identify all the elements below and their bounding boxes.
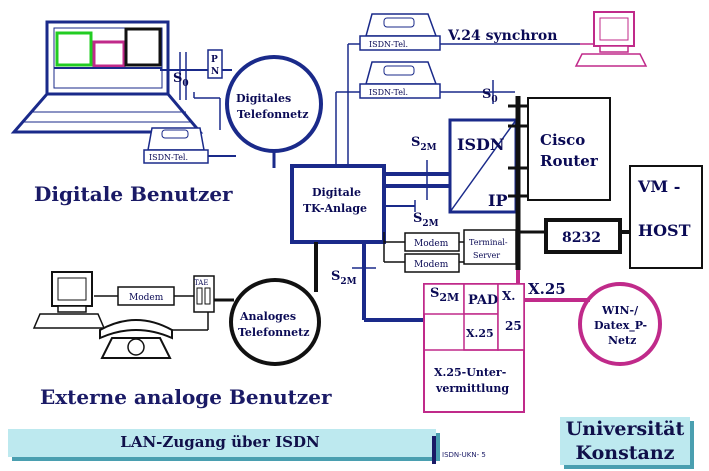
modem-2-box: [404, 253, 460, 273]
v24-label: V.24 synchron: [447, 28, 557, 44]
modem-3-label: Modem: [129, 293, 164, 303]
tae-label: TAE: [194, 279, 208, 287]
box-8232: [544, 218, 622, 254]
isdn-ip-bottom-label: IP: [488, 191, 508, 210]
footer-divider: [432, 436, 436, 464]
vm-host-box: [629, 165, 703, 269]
digital-users-heading: Digitale Benutzer: [34, 182, 233, 206]
digital-net-label-1: Digitales: [236, 92, 291, 105]
pn-label-n: N: [211, 67, 219, 77]
x25-small-label: X.25: [466, 327, 494, 340]
pn-label-p: P: [211, 55, 218, 65]
s0-label-b: S0: [482, 87, 498, 105]
cisco-label-1: Cisco: [540, 131, 585, 149]
laptop-icon: [10, 20, 204, 134]
pink-pc-icon: [574, 11, 648, 67]
x25-s2m-cell: [423, 283, 465, 315]
digital-net-label-2: Telefonnetz: [237, 108, 309, 121]
tk-label-1: Digitale: [312, 186, 361, 199]
analog-pc-icon: [32, 271, 106, 329]
isdn-phone-3-icon: [359, 61, 441, 99]
x25-side-cell: [497, 283, 525, 351]
cisco-label-2: Router: [540, 152, 599, 170]
analog-net-label-1: Analoges: [239, 310, 296, 323]
x25-link-label: X.25: [528, 280, 566, 298]
isdn-phone-1-icon: [143, 127, 209, 164]
modem-2-label: Modem: [414, 260, 449, 270]
win-label-3: Netz: [608, 334, 636, 347]
isdn-tel-1-label: ISDN-Tel.: [149, 153, 188, 162]
x25-unter-label-2: vermittlung: [435, 382, 509, 395]
footer-title: LAN-Zugang über ISDN: [120, 433, 320, 451]
win-label-2: Datex_P-: [594, 319, 647, 333]
s2m-label-c: S2M: [331, 269, 357, 287]
x25-side-label-2: 25: [505, 319, 522, 333]
terminal-server-label-1: Terminal-: [469, 238, 508, 247]
s0-label-a: S0: [173, 71, 189, 89]
footer-code: ISDN-UKN- 5: [442, 451, 486, 459]
win-network-ring: [578, 282, 662, 366]
footer-bar: [8, 429, 436, 457]
x25-side-label-1: X.: [502, 289, 516, 303]
analog-network-ring: [229, 278, 321, 366]
vm-host-label-1: VM -: [637, 177, 680, 196]
pad-cell: [463, 283, 499, 315]
pn-box: [207, 49, 223, 79]
vm-host-label-2: HOST: [638, 221, 691, 240]
s2m-label-b: S2M: [413, 211, 439, 229]
win-label-1: WIN-/: [601, 304, 639, 317]
external-users-heading: Externe analoge Benutzer: [40, 385, 332, 409]
terminal-server-label-2: Server: [473, 251, 500, 260]
university-badge: [560, 417, 690, 465]
isdn-tel-2-label: ISDN-Tel.: [369, 40, 408, 49]
isdn-tel-3-label: ISDN-Tel.: [369, 88, 408, 97]
x25-s2m-label: S2M: [430, 286, 459, 304]
s2m-label-a: S2M: [411, 135, 437, 153]
analog-net-label-2: Telefonnetz: [238, 326, 310, 339]
isdn-ip-top-label: ISDN: [457, 135, 505, 154]
tae-box: [193, 275, 215, 313]
university-line-2: Konstanz: [575, 442, 675, 464]
pad-label: PAD: [468, 293, 498, 308]
cisco-router-box: [527, 97, 611, 201]
x25-unter-label-1: X.25-Unter-: [434, 366, 506, 379]
university-line-1: Universität: [565, 418, 685, 440]
tk-anlage-box: [290, 164, 386, 244]
modem-1-label: Modem: [414, 239, 449, 249]
analog-phone-icon: [99, 319, 173, 359]
tk-label-2: TK-Anlage: [303, 202, 367, 215]
isdn-phone-2-icon: [359, 13, 441, 51]
box-8232-label: 8232: [562, 230, 601, 246]
